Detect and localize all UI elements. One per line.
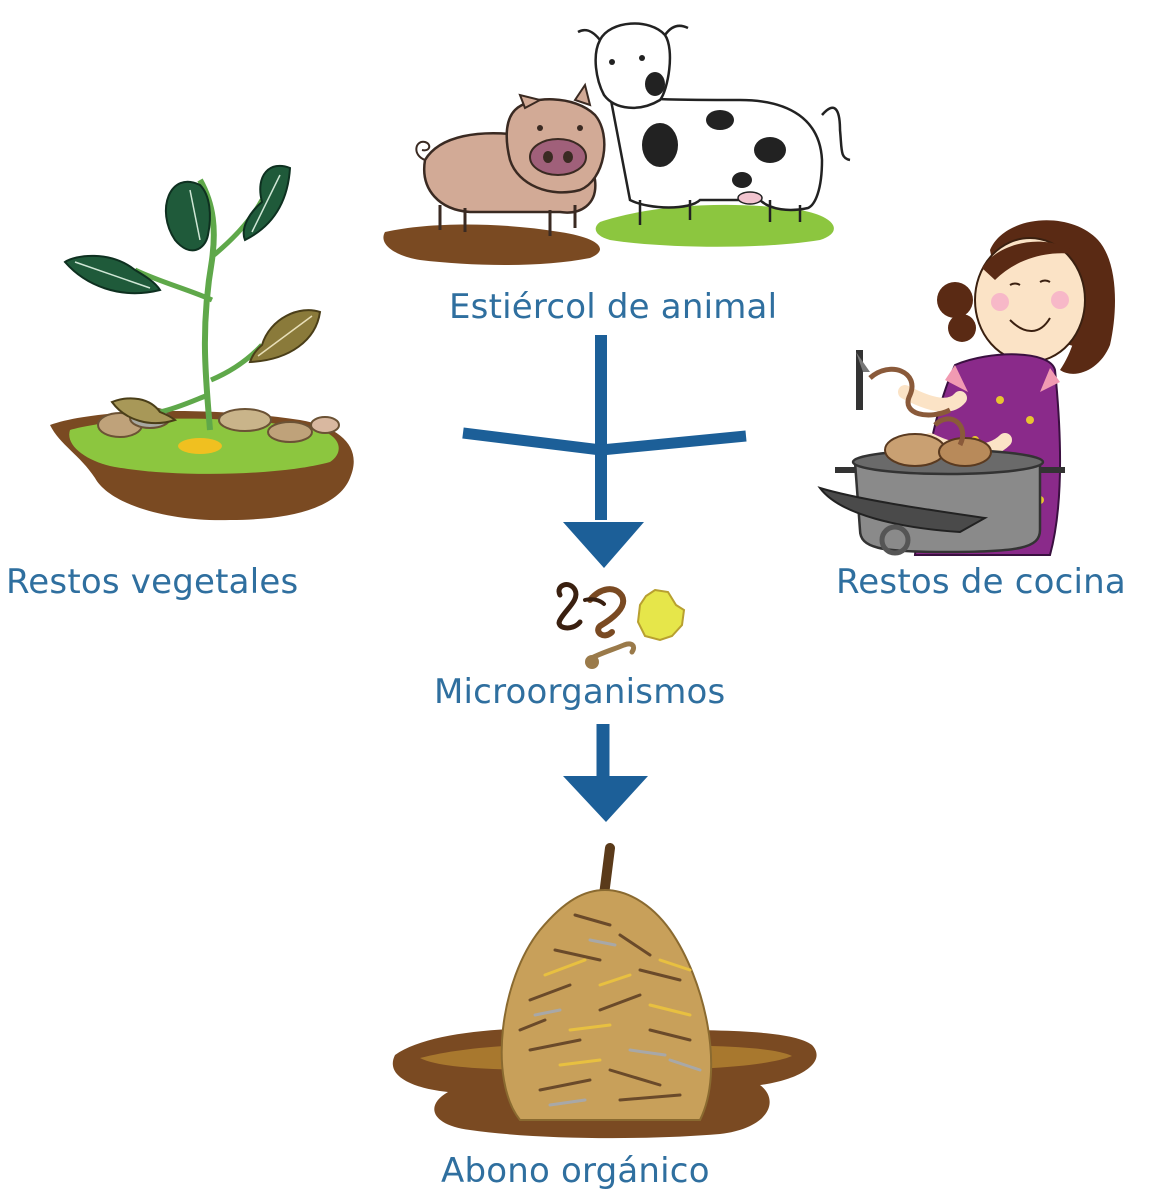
compost-heap-illustration [392, 843, 817, 1139]
organic-fertilizer-label: Abono orgánico [441, 1151, 710, 1191]
kitchen-waste-label: Restos de cocina [836, 562, 1126, 602]
microorganisms-label: Microorganismos [434, 672, 726, 712]
kitchen-waste-illustration [817, 220, 1115, 556]
microorganisms-icon [556, 582, 686, 669]
arrow-head-top [563, 522, 644, 568]
animal-manure-label: Estiércol de animal [449, 287, 778, 327]
flow-arrows [462, 335, 747, 822]
animals-illustration [383, 22, 851, 265]
arrow-branch-right [600, 430, 747, 456]
plant-waste-illustration [50, 164, 354, 521]
plant-waste-label: Restos vegetales [6, 562, 299, 602]
arrow-head-bottom [563, 776, 648, 822]
arrow-branch-left [462, 427, 602, 456]
